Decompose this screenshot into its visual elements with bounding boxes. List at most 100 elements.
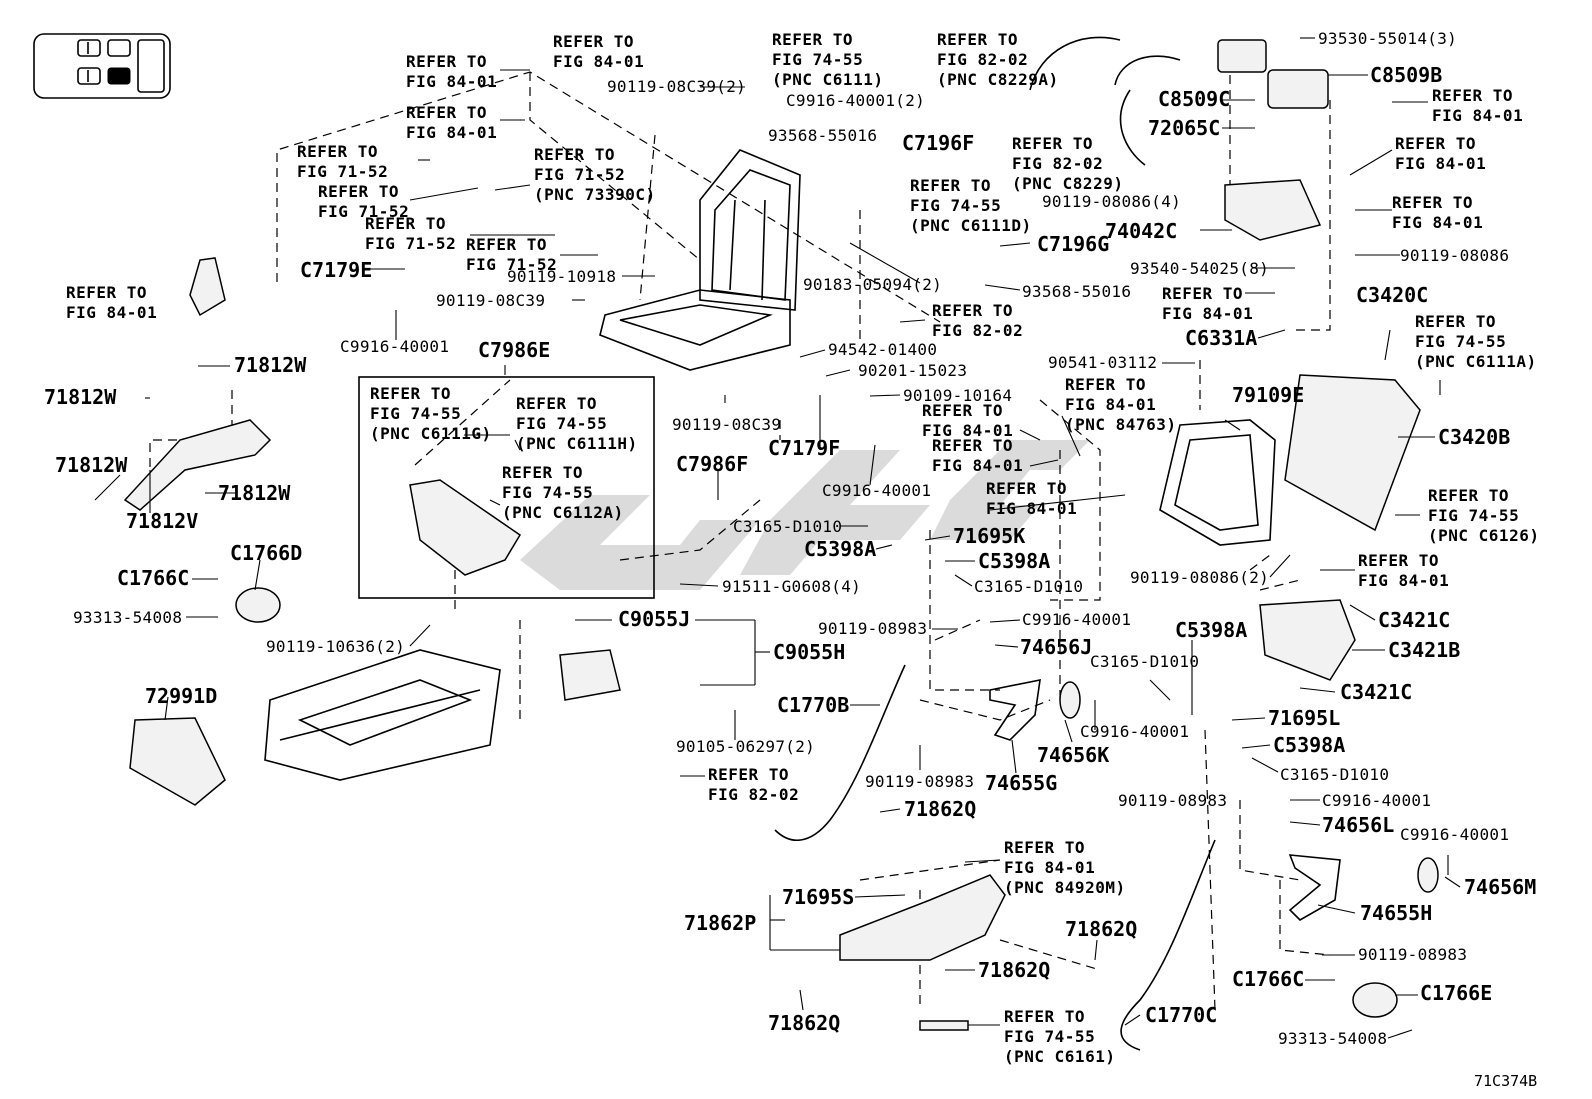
part-code-label: C3421C [1378,608,1450,632]
knob-74656m-drawing [1417,857,1439,893]
part-code-label: 79109E [1232,383,1304,407]
headrest-c8509c-drawing [1217,39,1267,73]
part-code-label: 74656M [1464,875,1536,899]
part-code-label: 71812W [55,453,128,477]
part-code-label: 71695S [782,885,854,909]
cable-c1770c-drawing [1120,839,1216,1051]
part-code-label: C7986F [676,452,748,476]
part-number-label: 90109-10164 [903,386,1012,405]
part-number-label: 93568-55016 [768,126,877,145]
strip-c6161-drawing [919,1020,969,1031]
part-code-label: 71862Q [1065,917,1137,941]
part-number-label: C9916-40001 [1322,791,1431,810]
part-number-label: 90119-10918 [507,267,616,286]
part-number-label: 90105-06297(2) [676,737,815,756]
part-code-label: 71812V [126,509,198,533]
side-shield-71862p-drawing [839,874,1006,961]
part-number-label: 90119-08C39 [436,291,545,310]
switch-assembly-drawing [189,257,226,317]
seat-cushion-frame-drawing [599,289,791,371]
part-number-label: 91511-G0608(4) [722,577,861,596]
knob-74656k-drawing [1059,681,1081,719]
part-code-label: 74656J [1020,635,1092,659]
part-code-label: C7196G [1037,232,1109,256]
seat-position-legend-icon [33,33,171,99]
cover-c1766d-drawing [235,587,281,623]
part-number-label: 94542-01400 [828,340,937,359]
part-code-label: C7179F [768,436,840,460]
part-code-label: C3421C [1340,680,1412,704]
figure-number: 71C374B [1474,1072,1537,1090]
part-number-label: 90119-08086(2) [1130,568,1269,587]
part-code-label: C5398A [1175,618,1247,642]
part-code-label: 71812W [44,385,117,409]
part-code-label: 74656L [1322,813,1394,837]
part-number-label: C9916-40001 [1022,610,1131,629]
part-code-label: C1770B [777,693,849,717]
part-number-label: 90119-08C39(2) [607,77,746,96]
part-number-label: C3165-D1010 [733,517,842,536]
part-code-label: C7179E [300,258,372,282]
bracket-c9055h-drawing [559,649,621,701]
part-code-label: C6331A [1185,326,1257,350]
headrest-c8509b-drawing [1267,69,1329,109]
part-code-label: C3420B [1438,425,1510,449]
part-code-label: 74655H [1360,901,1432,925]
part-number-label: 93313-54008 [1278,1029,1387,1048]
part-code-label: C9055J [618,607,690,631]
part-code-label: C7196F [902,131,974,155]
cover-c1766e-drawing [1352,982,1398,1018]
part-code-label: 71862Q [978,958,1050,982]
part-code-label: C3421B [1388,638,1460,662]
part-code-label: 74042C [1105,219,1177,243]
part-code-label: 71862Q [904,797,976,821]
part-number-label: 93313-54008 [73,608,182,627]
part-code-label: 71812W [218,481,291,505]
part-number-label: 93568-55016 [1022,282,1131,301]
part-code-label: 74655G [985,771,1057,795]
part-number-label: 90119-08983 [818,619,927,638]
part-number-label: 90201-15023 [858,361,967,380]
part-code-label: C1770C [1145,1003,1217,1027]
part-code-label: 71695K [953,524,1025,548]
part-number-label: 93530-55014(3) [1318,29,1457,48]
part-number-label: 90119-08983 [1358,945,1467,964]
frame-79109e-drawing [1159,419,1276,546]
bracket-74042c-drawing [1224,179,1322,241]
part-number-label: 90119-08086(4) [1042,192,1181,211]
part-number-label: C9916-40001 [340,337,449,356]
seat-back-frame-drawing [699,149,801,311]
wire-harness-c8229a-drawing [1029,36,1181,91]
watermark-logo [520,440,1090,590]
leader-lines [94,37,1461,1039]
part-number-label: 90119-08C39 [672,415,781,434]
part-number-label: C9916-40001 [1400,825,1509,844]
part-code-label: C3420C [1356,283,1428,307]
inset-box-c7986e [358,376,655,599]
part-code-label: C8509B [1370,63,1442,87]
